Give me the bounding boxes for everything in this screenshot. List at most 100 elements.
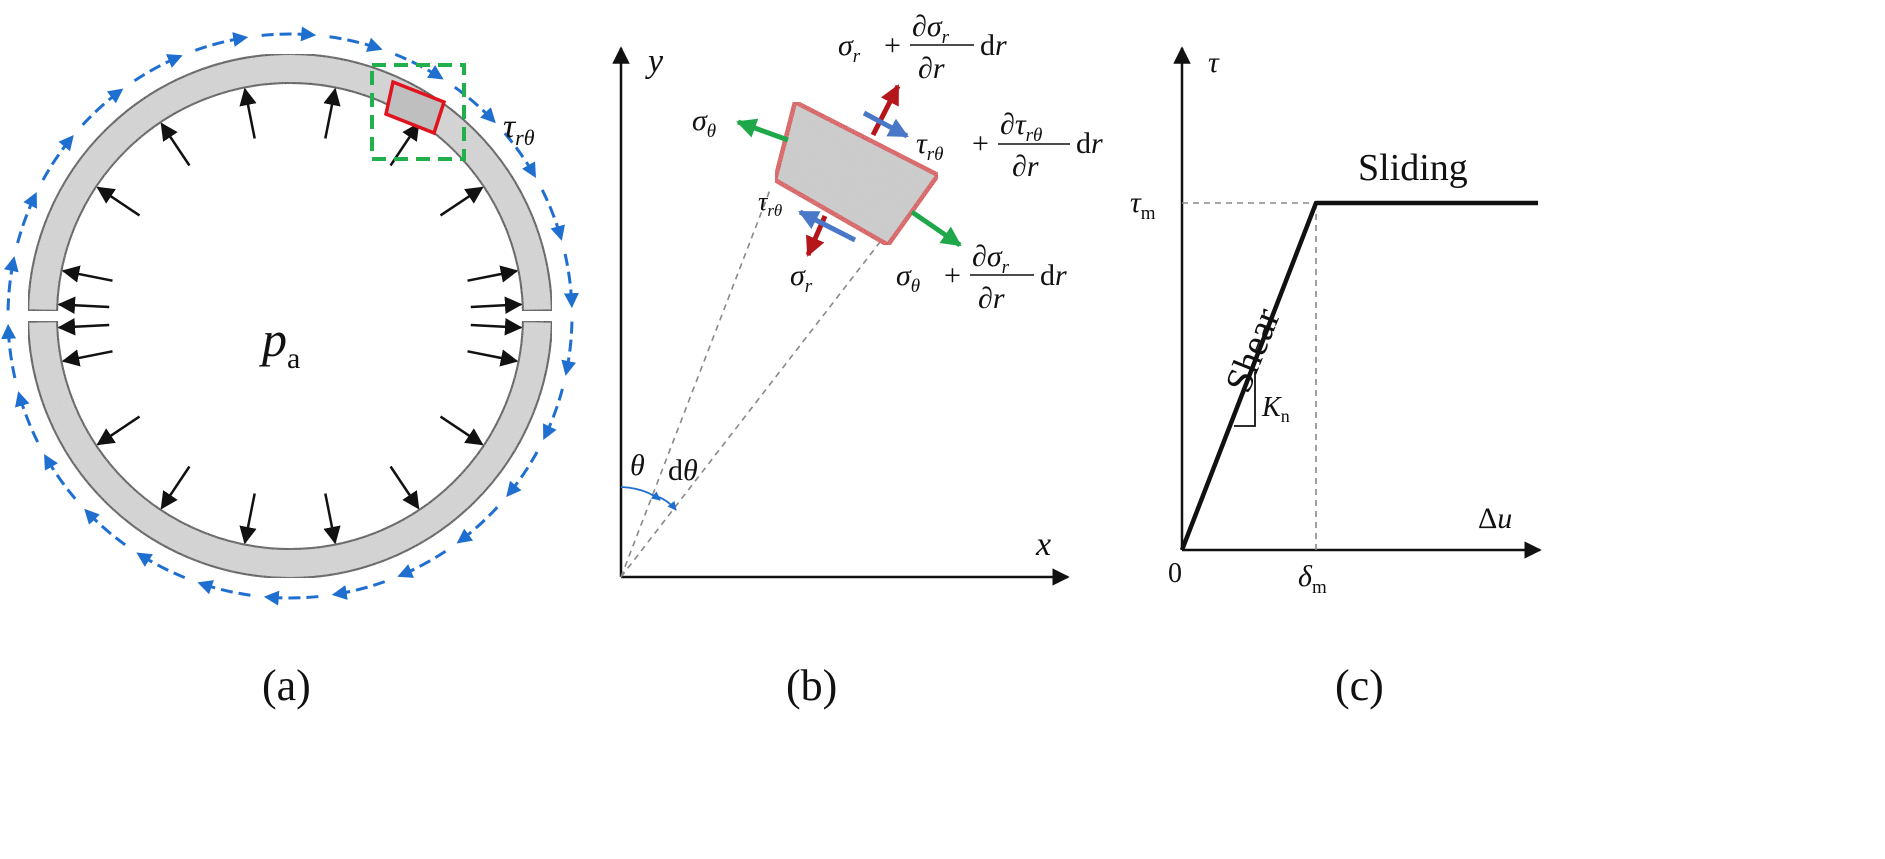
pressure-arrow (61, 265, 113, 283)
tangential-shear-arrow (456, 506, 499, 544)
radial-stress-arrow-top (870, 84, 901, 137)
delta-m-label: δm (1298, 560, 1327, 598)
lining-ring-bottom-half (27, 320, 553, 579)
tau-top-label: τrθ + ∂τrθ ∂r dr (916, 108, 1103, 183)
tau-m-label: τm (1130, 186, 1156, 224)
pressure-arrow (323, 87, 341, 139)
origin-label: 0 (1168, 558, 1182, 589)
pressure-arrow (470, 318, 523, 336)
pressure-arrow (239, 87, 257, 139)
panel-b: y x θ dθ σθ σr + ∂σr ∂r dr τrθ (612, 10, 1103, 710)
theta-label: θ (630, 449, 645, 482)
pressure-arrow (389, 465, 420, 510)
dtheta-label: dθ (668, 454, 698, 487)
element-highlight-box (370, 63, 466, 161)
svg-text:∂τrθ: ∂τrθ (1000, 108, 1042, 146)
sliding-label: Sliding (1358, 147, 1468, 189)
svg-text:∂σr: ∂σr (972, 240, 1010, 278)
svg-text:σr: σr (838, 29, 861, 67)
dtheta-arc (655, 495, 677, 511)
sigma-theta-left-label: σθ (692, 104, 716, 142)
pressure-label: pa (259, 311, 300, 375)
tangential-shear-arrow (506, 451, 539, 498)
tangential-shear-arrow (561, 321, 577, 376)
svg-text:∂r: ∂r (918, 52, 945, 85)
sigma-r-bottom-label: σr (790, 259, 813, 297)
pressure-arrow (96, 415, 141, 446)
lining-ring-top-half (27, 53, 553, 312)
svg-text:τrθ: τrθ (916, 127, 943, 165)
guide-line-right (620, 241, 881, 578)
tangential-shear-arrow (133, 54, 183, 83)
tangential-shear-arrow (329, 35, 383, 52)
pressure-arrow (239, 493, 257, 545)
panel-c: τ Δu 0 τm δm Sliding Shear Kn (c) (1130, 46, 1542, 710)
pressure-arrow (57, 296, 110, 314)
lining-ring (27, 53, 553, 579)
tangential-shear-arrow (16, 191, 38, 244)
guide-line-left (620, 189, 771, 578)
caption-b: (b) (786, 661, 837, 710)
tangential-shear-arrows (1, 26, 579, 606)
hoop-stress-arrow-left (736, 118, 789, 143)
svg-text:+: + (972, 127, 989, 160)
tangential-shear-arrow (542, 388, 564, 441)
tau-axis-label: τ (1208, 46, 1220, 79)
tau-bottom-label: τrθ (758, 187, 782, 220)
svg-text:∂r: ∂r (978, 282, 1005, 315)
hoop-stress-arrow-right (910, 209, 962, 248)
slope-label: Kn (1261, 392, 1290, 426)
pressure-arrow (96, 186, 141, 217)
tangential-shear-arrow (540, 189, 565, 241)
tangential-shear-arrow (41, 134, 74, 181)
y-axis-label: y (645, 43, 664, 80)
slope-triangle (1234, 372, 1256, 427)
svg-text:dr: dr (980, 29, 1007, 62)
tangential-shear-arrow (453, 85, 496, 124)
tangential-shear-arrow (397, 549, 447, 578)
tangential-shear-arrow (263, 590, 319, 606)
tangential-shear-arrow (194, 31, 249, 52)
pressure-arrow (467, 265, 519, 283)
tangential-shear-arrow (136, 552, 186, 580)
sigma-theta-right-label: σθ + ∂σr ∂r dr (896, 240, 1067, 315)
tangential-shear-arrow (261, 26, 317, 42)
pressure-arrow (57, 318, 110, 336)
shear-arrow-bottom (798, 209, 857, 243)
panel-a: pa τrθ (a) (1, 26, 579, 710)
svg-text:+: + (944, 259, 961, 292)
stress-element (772, 98, 942, 248)
caption-c: (c) (1335, 661, 1384, 710)
svg-text:∂r: ∂r (1012, 150, 1039, 183)
pressure-arrow (160, 122, 191, 167)
tangential-shear-arrow (503, 132, 537, 179)
shear-arrow-top (862, 110, 909, 139)
svg-text:σθ: σθ (896, 259, 920, 297)
shear-label: Shear (1217, 302, 1288, 398)
tangential-shear-arrow (15, 391, 40, 443)
pressure-arrow (470, 296, 523, 314)
svg-text:∂σr: ∂σr (912, 10, 950, 48)
pressure-arrow (61, 349, 113, 367)
tangential-shear-arrow (563, 253, 579, 309)
caption-a: (a) (262, 661, 311, 710)
sigma-r-top-label: σr + ∂σr ∂r dr (838, 10, 1007, 85)
tangential-shear-arrow (197, 580, 251, 597)
pressure-arrow (323, 493, 341, 545)
tangential-shear-arrow (3, 256, 19, 311)
pressure-arrow (439, 415, 484, 446)
svg-text:dr: dr (1076, 127, 1103, 160)
pressure-arrow (439, 186, 484, 217)
element-outline (383, 79, 447, 136)
svg-text:+: + (884, 29, 901, 62)
tangential-shear-arrow (81, 88, 124, 126)
shear-stress-label: τrθ (503, 108, 535, 150)
shear-sliding-curve (1179, 200, 1538, 551)
tangential-shear-arrow (331, 580, 386, 601)
tangential-shear-arrow (84, 508, 127, 547)
internal-pressure-arrows (57, 87, 523, 545)
tangential-shear-arrow (43, 453, 77, 500)
pressure-arrow (160, 465, 191, 510)
